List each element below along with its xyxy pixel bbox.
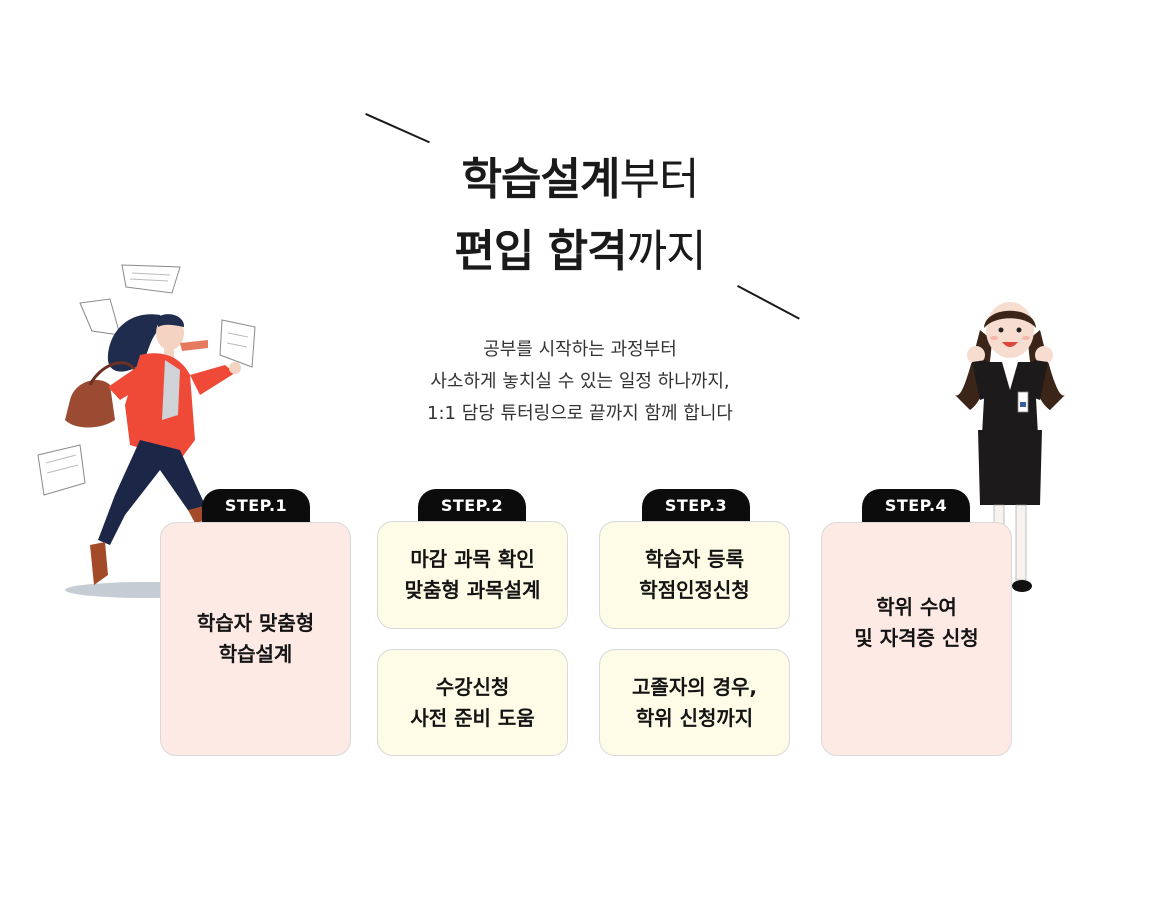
page-title-line1: 학습설계부터: [0, 158, 1160, 202]
step-card-text: 수강신청 사전 준비 도움: [410, 672, 534, 734]
step-card-text: 마감 과목 확인 맞춤형 과목설계: [405, 544, 541, 606]
card-line: 고졸자의 경우,: [632, 674, 757, 699]
subtitle: 공부를 시작하는 과정부터 사소하게 놓치실 수 있는 일정 하나까지, 1:1…: [0, 334, 1160, 430]
step-card-4: 학위 수여 및 자격증 신청: [821, 522, 1012, 756]
step-card-2b: 수강신청 사전 준비 도움: [377, 649, 568, 756]
card-line: 학습설계: [218, 642, 293, 666]
card-line: 및 자격증 신청: [854, 626, 979, 650]
step-card-text: 학습자 등록 학점인정신청: [639, 544, 749, 606]
step-card-3a: 학습자 등록 학점인정신청: [599, 521, 790, 629]
step-card-1: 학습자 맞춤형 학습설계: [160, 522, 351, 756]
step-card-text: 학습자 맞춤형 학습설계: [197, 608, 314, 670]
paper-icon: [37, 264, 256, 496]
card-line: 수강신청: [435, 674, 510, 699]
title-light-1: 부터: [619, 154, 699, 205]
decorative-line-bottom: [737, 285, 800, 320]
step-card-text: 학위 수여 및 자격증 신청: [854, 592, 978, 654]
card-line: 학위 신청까지: [635, 705, 754, 730]
subtitle-line: 공부를 시작하는 과정부터: [483, 339, 677, 360]
step-card-2a: 마감 과목 확인 맞춤형 과목설계: [377, 521, 568, 629]
title-strong-2: 편입 합격: [454, 226, 627, 277]
cheering-woman-illustration: [955, 302, 1065, 592]
title-light-2: 까지: [626, 226, 707, 277]
card-line: 사전 준비 도움: [410, 705, 535, 730]
card-line: 학습자 등록: [645, 547, 744, 571]
subtitle-line: 사소하게 놓치실 수 있는 일정 하나까지,: [430, 371, 730, 392]
page-title-line2: 편입 합격까지: [0, 230, 1160, 274]
step-card-text: 고졸자의 경우, 학위 신청까지: [632, 672, 757, 734]
card-line: 학습자 맞춤형: [196, 611, 315, 635]
decorative-line-top: [365, 113, 430, 143]
card-line: 마감 과목 확인: [410, 547, 535, 571]
step-card-3b: 고졸자의 경우, 학위 신청까지: [599, 649, 790, 756]
card-line: 맞춤형 과목설계: [404, 578, 541, 602]
card-line: 학점인정신청: [639, 578, 750, 602]
card-line: 학위 수여: [876, 595, 957, 619]
title-strong-1: 학습설계: [461, 154, 621, 205]
subtitle-line: 1:1 담당 튜터링으로 끝까지 함께 합니다: [427, 403, 733, 424]
